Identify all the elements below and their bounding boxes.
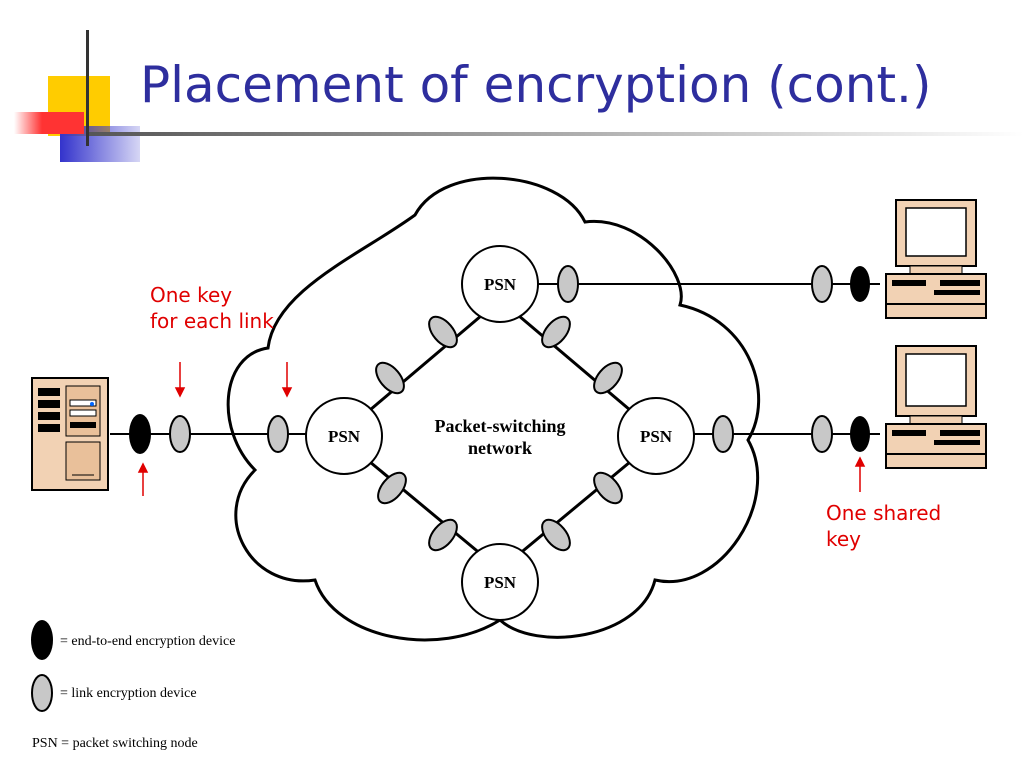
title-decoration	[14, 30, 1024, 162]
link-encryption-device	[811, 265, 833, 303]
annotation-arrows	[137, 362, 866, 496]
legend-end-to-end-label: = end-to-end encryption device	[60, 634, 235, 649]
link-encryption-device	[377, 471, 407, 505]
link-encryption-device	[811, 415, 833, 453]
end-to-end-encryption-devices	[129, 266, 870, 454]
svg-text:PSN: PSN	[328, 427, 361, 446]
legend-psn-label: PSN = packet switching node	[32, 736, 198, 751]
annotation-shared-key-line1: One shared	[826, 501, 942, 525]
link-encryption-device	[557, 265, 579, 303]
svg-text:PSN: PSN	[484, 573, 517, 592]
psn-node-left: PSN	[305, 397, 383, 475]
server-icon	[31, 377, 109, 491]
svg-text:PSN: PSN	[484, 275, 517, 294]
link-encryption-device	[428, 315, 458, 349]
end-to-end-encryption-device	[850, 266, 870, 302]
annotation-one-key: One key for each link	[150, 282, 274, 334]
link-encryption-device	[375, 361, 405, 395]
link-encryption-device	[169, 415, 191, 453]
link-encryption-devices	[169, 265, 833, 552]
network-label-line1: Packet-switching	[435, 416, 566, 436]
psn-node-right: PSN	[617, 397, 695, 475]
link-encryption-device	[593, 471, 623, 505]
end-to-end-encryption-device	[850, 416, 870, 452]
network-label-line2: network	[468, 438, 532, 458]
psn-node-bottom: PSN	[461, 543, 539, 621]
link-encryption-device	[712, 415, 734, 453]
link-encryption-device	[593, 361, 623, 395]
svg-text:PSN: PSN	[640, 427, 673, 446]
title-rule	[86, 132, 1024, 136]
annotation-one-key-line1: One key	[150, 283, 233, 307]
legend: = end-to-end encryption device = link en…	[31, 620, 235, 751]
link-encryption-device	[267, 415, 289, 453]
link-encryption-device	[541, 518, 571, 552]
link-encryption-device	[541, 315, 571, 349]
end-to-end-encryption-device	[129, 414, 151, 454]
psn-node-top: PSN	[461, 245, 539, 323]
network-cloud	[226, 176, 761, 642]
legend-link-label: = link encryption device	[60, 686, 197, 701]
computer-top-icon	[885, 199, 987, 319]
annotation-shared-key-line2: key	[826, 527, 862, 551]
legend-link-swatch	[31, 674, 53, 712]
link-encryption-device	[428, 518, 458, 552]
computer-bottom-icon	[885, 345, 987, 469]
annotation-one-key-line2: for each link	[150, 309, 274, 333]
legend-end-to-end-swatch	[31, 620, 53, 660]
annotation-shared-key: One shared key	[826, 500, 941, 552]
slide-title: Placement of encryption (cont.)	[140, 56, 932, 114]
